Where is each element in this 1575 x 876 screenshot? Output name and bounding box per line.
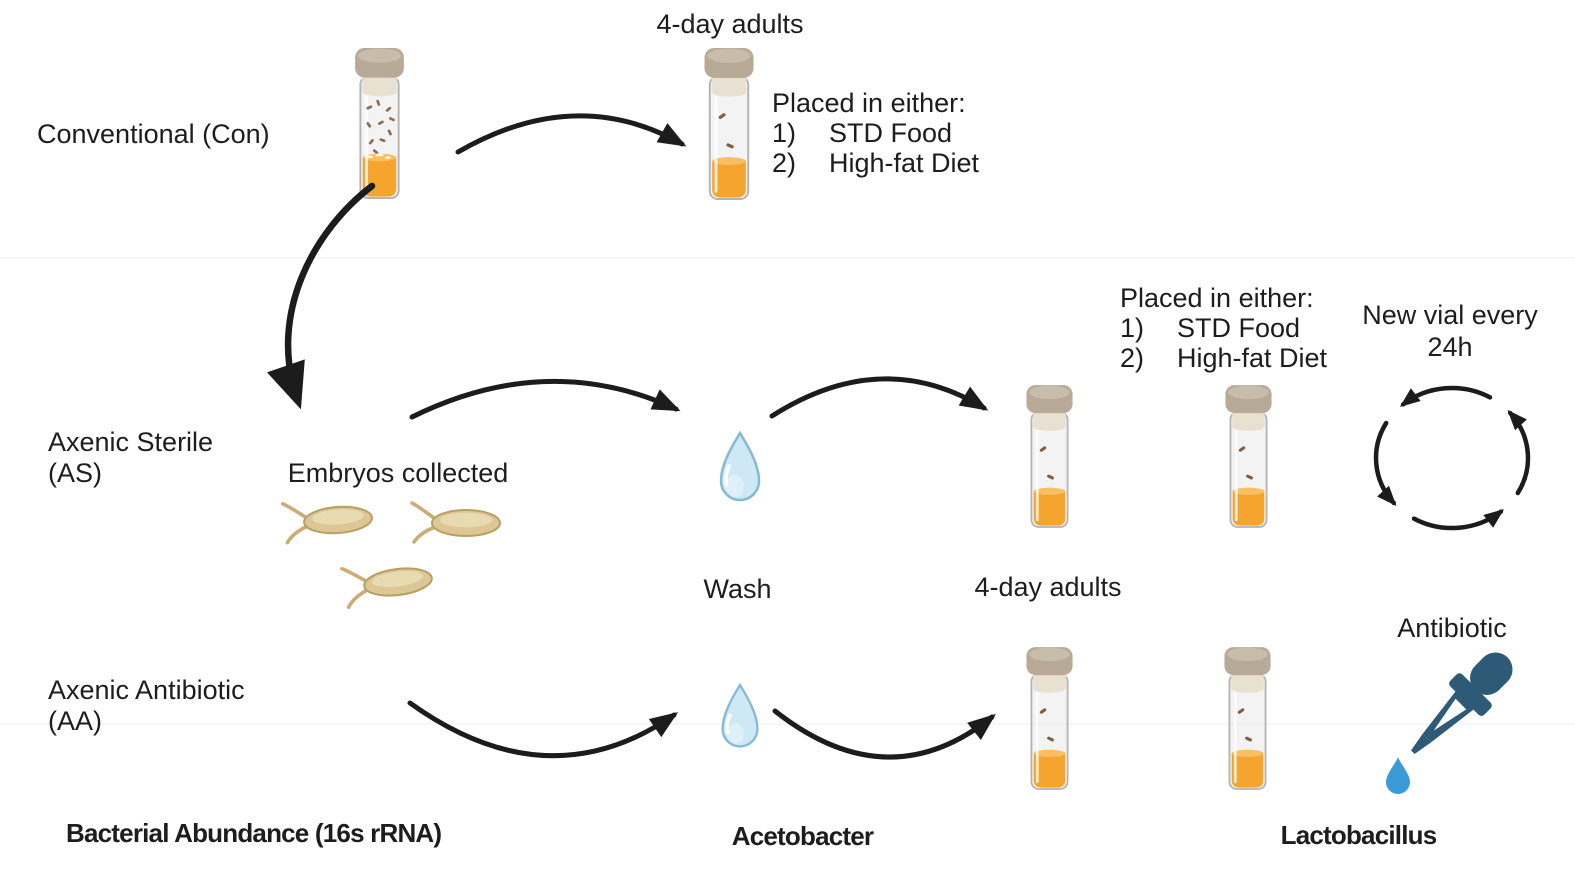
list-item-label: High-fat Diet [1177, 343, 1328, 373]
axenic-sterile-4day-adults-vial-icon [1026, 383, 1073, 529]
list-number: 1) [772, 118, 797, 148]
caption-antibiotic: Antibiotic [1397, 613, 1507, 643]
row-label-axenic-sterile: Axenic Sterile (AS) [48, 427, 213, 489]
axenic-antibiotic-diet-vial-icon [1224, 645, 1271, 791]
caption-4day-adults-top: 4-day adults [656, 9, 804, 39]
row-label-line1: Axenic Sterile [48, 427, 214, 457]
list-number: 2) [772, 148, 797, 178]
wash-water-drop-icon [720, 683, 760, 749]
list-number: 2) [1120, 343, 1145, 373]
axenic-sterile-diet-vial-icon [1225, 383, 1272, 529]
placed-in-title: Placed in either: [1120, 283, 1314, 313]
arrow-as-wash-to-vial [769, 376, 989, 419]
embryo-icon [340, 556, 436, 610]
row-label-line1: Axenic Antibiotic [48, 675, 245, 705]
placed-in-item-std-food: 1) STD Food [772, 118, 979, 148]
placed-in-item-high-fat: 2) High-fat Diet [772, 148, 979, 178]
dropper-icon [1411, 652, 1513, 754]
arrow-aa-embryos-to-wash [407, 700, 679, 759]
axenic-antibiotic-4day-adults-vial-icon [1026, 645, 1073, 791]
placed-in-item-std-food: 1) STD Food [1120, 313, 1327, 343]
wash-water-drop-icon [719, 431, 761, 502]
row-label-axenic-antibiotic: Axenic Antibiotic (AA) [48, 675, 245, 737]
footer-lactobacillus: Lactobacillus [1280, 820, 1438, 850]
embryo-icon [280, 495, 376, 545]
arrow-aa-wash-to-vial [772, 708, 996, 760]
row-label-line2: (AA) [48, 706, 102, 736]
footer-acetobacter: Acetobacter [731, 821, 874, 851]
list-item-label: High-fat Diet [829, 148, 980, 178]
row-label-line2: (AS) [48, 458, 102, 488]
caption-new-vial-line1: New vial every [1362, 300, 1538, 330]
caption-4day-adults-middle: 4-day adults [974, 572, 1122, 602]
placed-in-note-axenic: Placed in either: 1) STD Food 2) High-fat … [1120, 283, 1327, 373]
conventional-4day-adults-vial-icon [704, 46, 754, 201]
row-label-conventional: Conventional (Con) [37, 119, 270, 149]
antibiotic-drop-icon [1386, 757, 1410, 794]
caption-embryos-collected: Embryos collected [287, 458, 509, 488]
embryo-icon [410, 501, 502, 544]
cycle-arrows-icon [1373, 385, 1531, 531]
list-number: 1) [1120, 313, 1145, 343]
list-item-label: STD Food [1177, 313, 1301, 343]
placed-in-item-high-fat: 2) High-fat Diet [1120, 343, 1327, 373]
placed-in-title: Placed in either: [772, 88, 966, 118]
arrow-as-embryos-to-wash [409, 378, 681, 420]
list-item-label: STD Food [829, 118, 953, 148]
caption-new-vial: New vial every 24h [1354, 299, 1546, 363]
arrow-con-to-adults [455, 113, 687, 155]
footer-bacterial-abundance: Bacterial Abundance (16s rRNA) [66, 818, 442, 848]
arrow-con-to-embryos [267, 182, 376, 410]
caption-wash: Wash [703, 574, 772, 604]
conventional-stock-vial-icon [353, 47, 406, 200]
placed-in-note-conventional: Placed in either: 1) STD Food 2) High-fat … [772, 88, 979, 178]
caption-new-vial-line2: 24h [1427, 332, 1473, 362]
